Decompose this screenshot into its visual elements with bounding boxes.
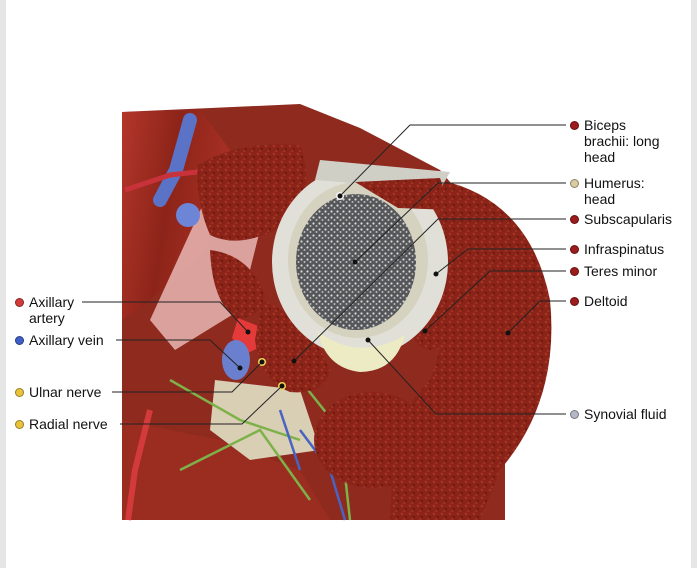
endpoint	[422, 328, 428, 334]
coracobrachialis-muscle	[210, 250, 265, 319]
axillary-vein-dot[interactable]	[15, 336, 24, 345]
synovial-fluid-dot[interactable]	[570, 410, 579, 419]
synovial-fluid-shape	[318, 332, 405, 372]
vein-top	[153, 113, 197, 207]
label-deltoid: Deltoid	[584, 293, 628, 309]
deltoid-dot[interactable]	[570, 297, 579, 306]
humerus-dot[interactable]	[570, 179, 579, 188]
endpoint	[365, 337, 371, 343]
label-axillary-artery: Axillary artery	[29, 294, 75, 326]
endpoint	[245, 329, 251, 335]
biceps-dot[interactable]	[570, 121, 579, 130]
artery-down	[125, 409, 153, 521]
leader-subscapularis	[293, 218, 566, 362]
infraspinatus-dot[interactable]	[570, 245, 579, 254]
vein-circle	[176, 203, 200, 227]
label-synovial-fluid: Synovial fluid	[584, 406, 667, 422]
deltoid-muscle	[390, 180, 552, 520]
axillary-artery-dot[interactable]	[15, 298, 24, 307]
leader-lines	[82, 124, 566, 425]
radial-nerve-dot[interactable]	[15, 420, 24, 429]
leader-deltoid	[507, 300, 566, 334]
endpoint	[433, 271, 439, 277]
label-axillary-vein: Axillary vein	[29, 332, 104, 348]
label-ulnar-nerve: Ulnar nerve	[29, 384, 102, 400]
endpoint	[259, 359, 265, 365]
subscapularis-muscle	[255, 300, 330, 393]
leader-endpoints	[237, 193, 511, 389]
leader-ulnar	[112, 361, 263, 393]
endpoint	[237, 365, 243, 371]
subscapularis-dot[interactable]	[570, 215, 579, 224]
leader-biceps	[339, 124, 566, 197]
label-radial-nerve: Radial nerve	[29, 416, 108, 432]
label-teres-minor: Teres minor	[584, 263, 658, 279]
teres-minor-dot[interactable]	[570, 267, 579, 276]
leader-humerus	[354, 182, 566, 263]
label-subscapularis: Subscapularis	[584, 211, 672, 227]
endpoint	[291, 358, 297, 364]
label-infraspinatus: Infraspinatus	[584, 241, 665, 257]
biceps-muscle	[197, 144, 307, 241]
leader-radial	[120, 385, 283, 425]
leader-teres	[424, 270, 566, 332]
label-biceps-brachii: Biceps brachii: long head	[584, 117, 660, 165]
leader-axart	[82, 301, 249, 333]
leader-synovial	[367, 339, 566, 415]
axillary-vein-shape	[222, 340, 250, 380]
endpoint	[337, 193, 343, 199]
ulnar-nerve-dot[interactable]	[15, 388, 24, 397]
leader-infraspinatus	[435, 248, 566, 275]
leader-axvein	[116, 339, 241, 369]
biceps-tendon-top	[355, 178, 452, 210]
label-humerus-head: Humerus: head	[584, 175, 645, 207]
endpoint	[279, 383, 285, 389]
teres-minor-muscle	[314, 392, 430, 488]
lower-left-muscle	[122, 420, 330, 520]
endpoint	[505, 330, 511, 336]
endpoint	[352, 259, 358, 265]
